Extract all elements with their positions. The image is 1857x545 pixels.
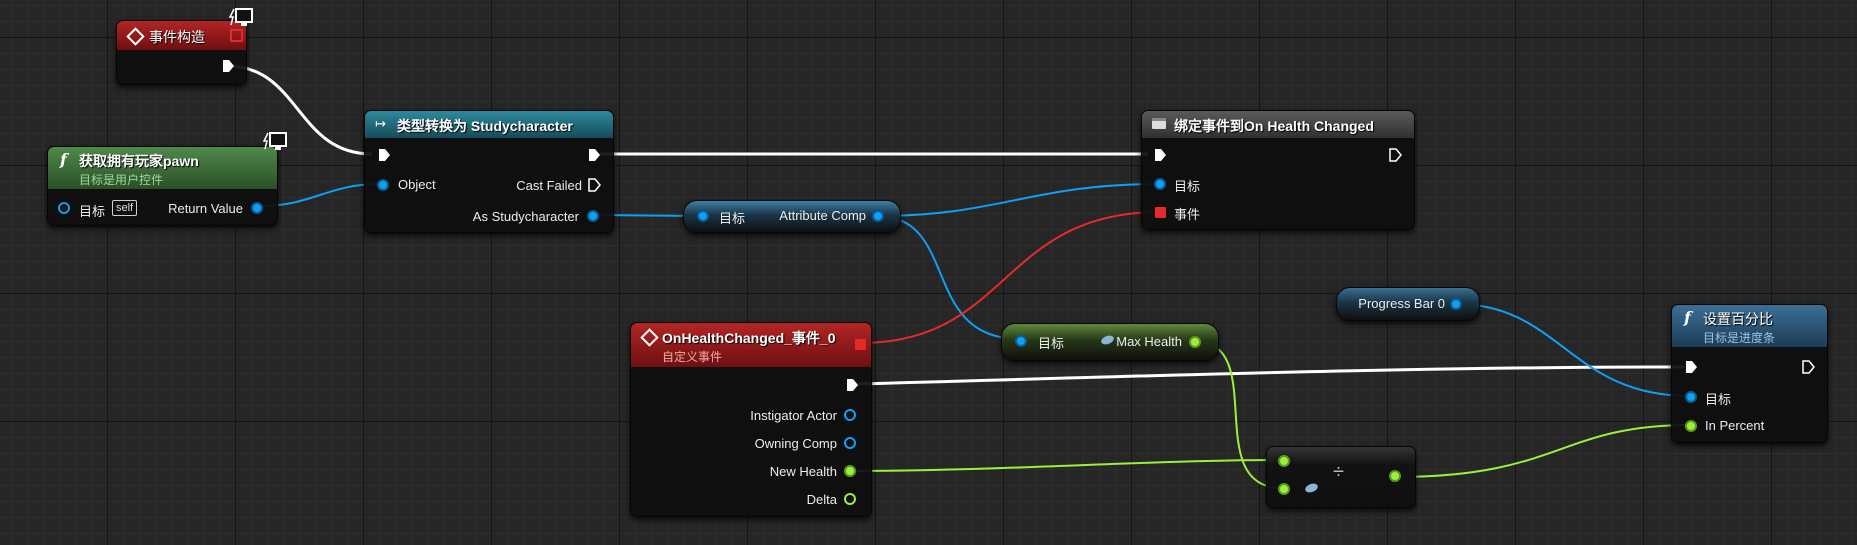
get-owning-player-pawn-node[interactable]: f 获取拥有玩家pawn 目标是用户控件 目标 self Return Valu… (47, 146, 278, 226)
in-percent-label: In Percent (1705, 418, 1765, 433)
max-health-label: Max Health (1116, 334, 1182, 349)
as-studycharacter-output-pin[interactable] (587, 210, 599, 222)
client-monitor-icon (228, 8, 253, 26)
progress-bar-getter-node[interactable]: Progress Bar 0 (1336, 287, 1480, 321)
delegate-output-pin[interactable] (855, 339, 866, 350)
self-default-value[interactable]: self (112, 200, 138, 216)
float-wire-newhealth-to-divide (850, 459, 1283, 472)
return-value-label: Return Value (168, 201, 243, 216)
replicated-icon (1100, 334, 1115, 346)
dividend-input-pin[interactable] (1278, 455, 1290, 467)
object-wire-progressbar-to-setpercent (1455, 303, 1691, 397)
object-wire-pawn-to-cast (261, 183, 379, 207)
node-subtitle: 目标是进度条 (1703, 331, 1776, 345)
node-header (117, 21, 246, 50)
target-input-pin[interactable] (58, 202, 70, 214)
return-value-output-pin[interactable] (251, 202, 263, 214)
exec-in-pin[interactable] (1684, 360, 1698, 374)
delta-output-pin[interactable] (844, 493, 856, 505)
target-label: 目标 (1174, 179, 1201, 194)
attribute-comp-label: Attribute Comp (779, 208, 866, 223)
function-icon: f (1684, 308, 1691, 327)
exec-out-pin[interactable] (1801, 360, 1815, 374)
exec-out-pin[interactable] (845, 378, 859, 392)
target-input-pin[interactable] (1015, 335, 1027, 347)
object-label: Object (398, 177, 436, 192)
max-health-output-pin[interactable] (1189, 336, 1201, 348)
function-icon: f (60, 150, 67, 169)
target-label: 目标 (79, 204, 106, 219)
node-title: 绑定事件到On Health Changed (1174, 118, 1374, 134)
target-input-pin[interactable] (697, 210, 709, 222)
cast-to-studycharacter-node[interactable]: ↦ 类型转换为 Studycharacter Object Cast Faile… (364, 110, 614, 233)
new-health-output-pin[interactable] (844, 465, 856, 477)
exec-in-pin[interactable] (377, 148, 391, 162)
exec-out-pin[interactable] (1388, 148, 1402, 162)
node-title: 获取拥有玩家pawn (79, 153, 199, 169)
owning-comp-label: Owning Comp (754, 436, 837, 451)
set-percent-node[interactable]: f 设置百分比 目标是进度条 目标 In Percent (1671, 304, 1828, 443)
event-delegate-input-pin[interactable] (1155, 207, 1166, 218)
object-wire-attrcomp-to-maxhealth (876, 215, 1021, 340)
node-subtitle: 目标是用户控件 (79, 173, 164, 187)
node-title: 类型转换为 Studycharacter (397, 118, 573, 134)
node-header (365, 111, 613, 138)
exec-wire-event-to-setpercent (857, 365, 1686, 386)
node-header (631, 323, 871, 367)
progress-bar-label: Progress Bar 0 (1358, 296, 1445, 311)
float-wire-divide-to-percent (1394, 424, 1691, 478)
owning-comp-output-pin[interactable] (844, 437, 856, 449)
divide-symbol: ÷ (1333, 461, 1344, 483)
target-input-pin[interactable] (1685, 391, 1697, 403)
attribute-comp-getter-node[interactable]: 目标 Attribute Comp (683, 200, 901, 233)
in-percent-input-pin[interactable] (1685, 420, 1697, 432)
node-title: OnHealthChanged_事件_0 (662, 330, 836, 346)
divide-float-node[interactable]: ÷ (1266, 446, 1416, 508)
replicated-icon (1304, 482, 1319, 494)
instigator-actor-output-pin[interactable] (844, 409, 856, 421)
target-label: 目标 (1038, 336, 1065, 351)
event-label: 事件 (1174, 207, 1201, 222)
progress-bar-output-pin[interactable] (1450, 298, 1462, 310)
on-health-changed-custom-event-node[interactable]: OnHealthChanged_事件_0 自定义事件 Instigator Ac… (630, 322, 872, 517)
bind-event-icon (1152, 118, 1166, 129)
target-input-pin[interactable] (1154, 178, 1166, 190)
new-health-label: New Health (769, 464, 837, 479)
target-label: 目标 (1705, 392, 1732, 407)
object-wire-attrcomp-to-bind (876, 183, 1161, 217)
delegate-output-pin[interactable] (230, 29, 243, 42)
divisor-input-pin[interactable] (1278, 483, 1290, 495)
attribute-comp-output-pin[interactable] (872, 210, 884, 222)
as-studycharacter-label: As Studycharacter (472, 209, 579, 224)
max-health-getter-node[interactable]: 目标 Max Health (1001, 323, 1219, 361)
result-output-pin[interactable] (1389, 470, 1401, 482)
cast-failed-label: Cast Failed (516, 178, 582, 193)
exec-out-pin[interactable] (587, 148, 601, 162)
node-subtitle: 自定义事件 (662, 350, 723, 364)
exec-wire-construct-to-cast (226, 64, 373, 156)
node-title: 设置百分比 (1703, 311, 1773, 327)
cast-failed-exec-pin[interactable] (587, 178, 601, 192)
delta-label: Delta (806, 492, 837, 507)
client-monitor-icon (262, 132, 287, 150)
node-header (1142, 111, 1414, 138)
node-header (1672, 305, 1827, 347)
bind-event-node[interactable]: 绑定事件到On Health Changed 目标 事件 (1141, 110, 1415, 230)
event-construct-node[interactable]: 事件构造 (116, 20, 247, 85)
cast-arrow-icon: ↦ (375, 116, 386, 131)
object-input-pin[interactable] (377, 179, 389, 191)
exec-out-pin[interactable] (221, 59, 235, 73)
target-label: 目标 (719, 211, 746, 226)
instigator-actor-label: Instigator Actor (750, 408, 837, 423)
node-title: 事件构造 (149, 29, 205, 45)
exec-in-pin[interactable] (1153, 148, 1167, 162)
